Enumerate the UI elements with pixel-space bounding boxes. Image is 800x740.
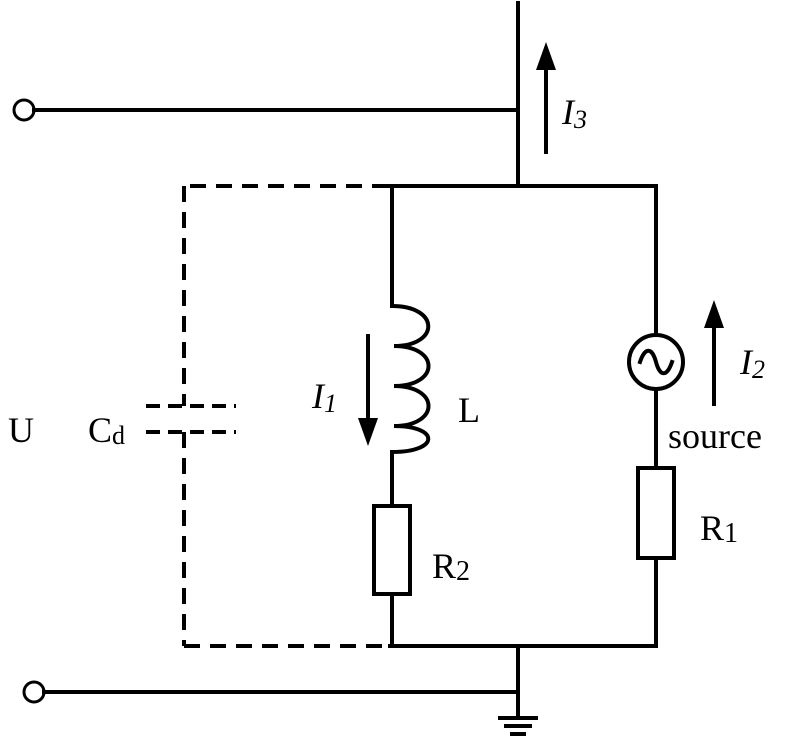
source-label: source [668,416,762,456]
i3-label: I3 [561,92,587,134]
capacitor-cd [146,404,236,434]
bottom-terminal [22,680,46,704]
i1-label: I1 [311,376,337,418]
i2-arrowhead [704,300,724,328]
voltage-label: U [8,410,34,450]
ac-source-wave [637,348,675,376]
i3-arrowhead [536,42,556,70]
inductor-label: L [458,390,480,430]
i2-label: I2 [739,342,765,384]
top-terminal [12,98,36,122]
r1-label: R1 [700,508,738,549]
inductor-coil [389,303,431,455]
resistor-r1 [636,466,676,560]
capacitor-label: Cd [88,410,125,450]
ground-icon [498,716,538,736]
resistor-r2 [372,504,412,596]
parasitic-capacitor-loop [182,184,388,648]
i1-arrowhead [358,418,378,446]
r2-label: R2 [432,546,470,587]
